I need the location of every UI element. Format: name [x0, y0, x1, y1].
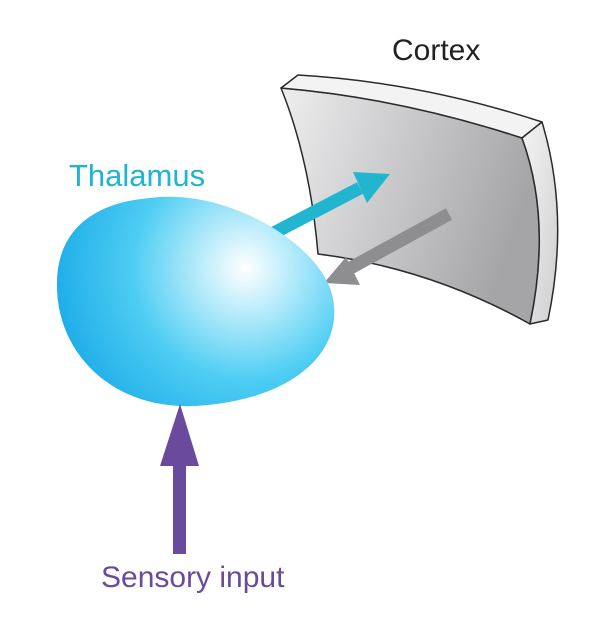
thalamus-label: Thalamus [69, 158, 206, 193]
sensory-input-arrow [160, 404, 199, 554]
thalamus-to-cortex-arrow [264, 172, 390, 242]
thalamus-blob [56, 196, 335, 407]
cortex-to-thalamus-arrow [324, 208, 453, 285]
cortex-slab [280, 74, 559, 325]
sensory-input-label: Sensory input [101, 561, 285, 594]
cortex-right-edge [521, 121, 559, 325]
cortex-label: Cortex [392, 34, 481, 67]
